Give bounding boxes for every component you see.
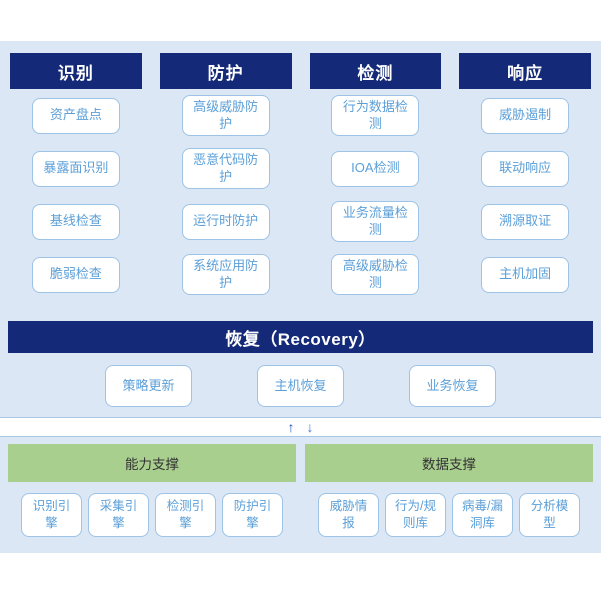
- capability-box: 资产盘点: [31, 97, 120, 134]
- column-detect: 检测 行为数据检测 IOA检测 业务流量检测 高级威胁检测: [309, 53, 442, 301]
- column-respond: 响应 威胁遏制 联动响应 溯源取证 主机加固: [459, 53, 591, 301]
- capability-box: 基线检查: [31, 203, 120, 240]
- column-header-respond: 响应: [459, 53, 591, 89]
- support-items: 识别引擎 采集引擎 检测引擎 防护引擎 威胁情报 行为/规则库 病毒/漏洞库 分…: [8, 493, 593, 537]
- capability-support-group: 识别引擎 采集引擎 检测引擎 防护引擎: [8, 493, 296, 537]
- support-headers: 能力支撑 数据支撑: [8, 444, 593, 482]
- capability-box: 暴露面识别: [31, 150, 120, 187]
- capability-box: 高级威胁检测: [331, 253, 420, 296]
- engine-box: 采集引擎: [88, 493, 149, 537]
- engine-box: 防护引擎: [222, 493, 283, 537]
- data-box: 病毒/漏洞库: [452, 493, 513, 537]
- capability-box: 联动响应: [481, 150, 570, 187]
- diagram-panel: 识别 资产盘点 暴露面识别 基线检查 脆弱检查 防护 高级威胁防护 恶意代码防护…: [0, 41, 601, 553]
- recovery-header-bar: 恢复（Recovery）: [8, 321, 593, 353]
- capability-box: 溯源取证: [481, 203, 570, 240]
- recovery-items: 策略更新 主机恢复 业务恢复: [0, 365, 601, 407]
- data-box: 威胁情报: [318, 493, 379, 537]
- column-header-detect: 检测: [309, 53, 442, 89]
- data-support-group: 威胁情报 行为/规则库 病毒/漏洞库 分析模型: [305, 493, 593, 537]
- recovery-box: 策略更新: [105, 365, 192, 407]
- capability-box: 高级威胁防护: [181, 94, 270, 137]
- capability-box: 脆弱检查: [31, 256, 120, 293]
- connector-band: ↑ ↓: [0, 417, 601, 437]
- capability-box: IOA检测: [331, 150, 420, 187]
- recovery-box: 业务恢复: [409, 365, 496, 407]
- support-header-capability: 能力支撑: [8, 444, 296, 482]
- nist-columns: 识别 资产盘点 暴露面识别 基线检查 脆弱检查 防护 高级威胁防护 恶意代码防护…: [0, 41, 601, 301]
- engine-box: 识别引擎: [21, 493, 82, 537]
- capability-box: 主机加固: [481, 256, 570, 293]
- column-header-protect: 防护: [159, 53, 292, 89]
- column-protect: 防护 高级威胁防护 恶意代码防护 运行时防护 系统应用防护: [159, 53, 292, 301]
- data-box: 行为/规则库: [385, 493, 446, 537]
- column-header-identify: 识别: [10, 53, 142, 89]
- recovery-box: 主机恢复: [257, 365, 344, 407]
- column-identify: 识别 资产盘点 暴露面识别 基线检查 脆弱检查: [10, 53, 142, 301]
- capability-box: 业务流量检测: [331, 200, 420, 243]
- down-arrow-icon: ↓: [306, 419, 314, 435]
- up-arrow-icon: ↑: [287, 419, 295, 435]
- capability-box: 行为数据检测: [331, 94, 420, 137]
- engine-box: 检测引擎: [155, 493, 216, 537]
- capability-box: 运行时防护: [181, 203, 270, 240]
- data-box: 分析模型: [519, 493, 580, 537]
- capability-box: 系统应用防护: [181, 253, 270, 296]
- capability-box: 恶意代码防护: [181, 147, 270, 190]
- support-header-data: 数据支撑: [305, 444, 593, 482]
- capability-box: 威胁遏制: [481, 97, 570, 134]
